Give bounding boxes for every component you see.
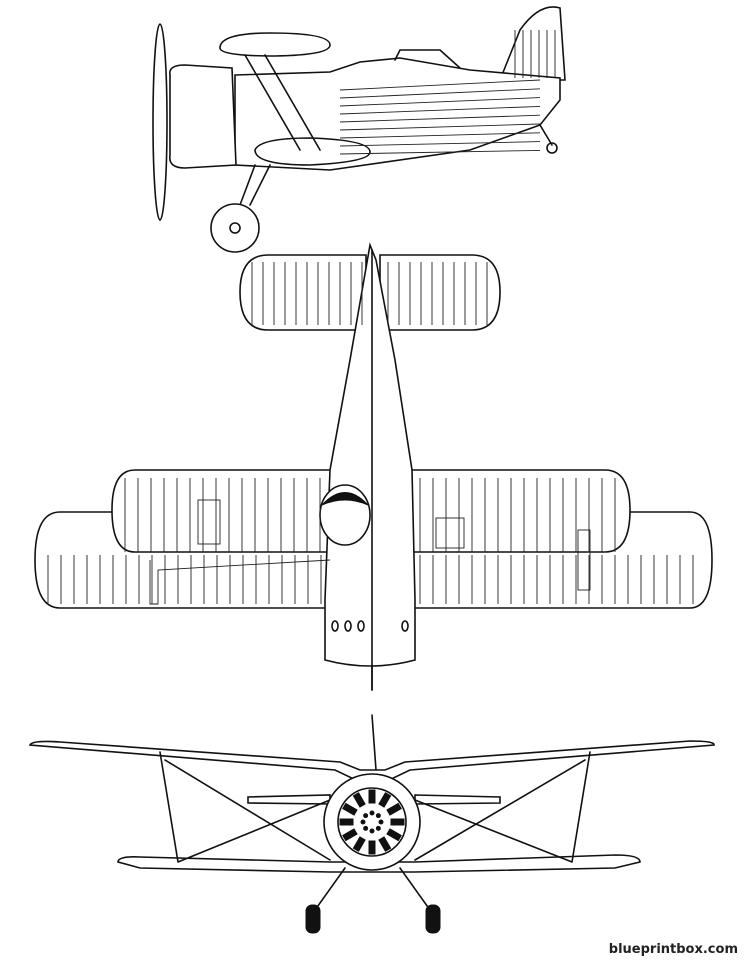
engine-cylinders [339, 789, 405, 855]
hub-bolt [360, 819, 366, 825]
cylinder [342, 828, 358, 842]
fuselage-stringer [339, 114, 541, 123]
horizontal-tail-left [239, 254, 367, 331]
cylinder [390, 818, 405, 826]
top-view [34, 242, 713, 691]
lower-wing-side [254, 137, 371, 166]
cylinder [378, 792, 392, 808]
exhaust-ports [331, 620, 409, 632]
aileron-hatch [197, 499, 221, 545]
interplane-struts [159, 751, 591, 863]
hub-bolt [363, 825, 369, 831]
cylinder [368, 840, 376, 855]
fuselage-stringer [339, 132, 541, 139]
vertical-fin-front [371, 714, 377, 771]
side-view [152, 6, 566, 253]
cockpit [394, 49, 461, 69]
fuselage-stringer [339, 123, 541, 131]
hub-bolt [363, 813, 369, 819]
cylinder [386, 828, 402, 842]
fuselage-top [324, 242, 416, 667]
cylinder [352, 792, 366, 808]
engine-cowling [168, 64, 237, 169]
fuselage-stringer [339, 141, 541, 147]
fuselage-stringer [339, 149, 541, 155]
cylinder [386, 802, 402, 816]
front-view [28, 714, 715, 934]
landing-gear-front [314, 867, 431, 911]
left-wheel [305, 904, 321, 934]
propeller [152, 23, 168, 221]
cylinder [368, 789, 376, 804]
fuselage-stringer [339, 88, 541, 99]
fuselage-stringer [339, 97, 541, 107]
hub-bolt [375, 813, 381, 819]
upper-wing-side [219, 32, 331, 57]
tail-fin [498, 6, 566, 81]
tail-wheel [546, 142, 558, 154]
hub-bolt [369, 810, 375, 816]
hub-bolt [369, 828, 375, 834]
cylinder [339, 818, 354, 826]
horizontal-tail-right [379, 254, 501, 331]
right-wheel [425, 904, 441, 934]
cylinder [378, 836, 392, 852]
fuselage-stringer [339, 105, 541, 115]
fuselage-stringer [339, 79, 541, 91]
watermark: blueprintbox.com [608, 942, 738, 957]
hub-bolt [375, 825, 381, 831]
hub-bolt [378, 819, 384, 825]
cylinder [352, 836, 366, 852]
landing-gear-leg [239, 164, 271, 206]
cylinder [342, 802, 358, 816]
interplane-strut [244, 54, 321, 151]
